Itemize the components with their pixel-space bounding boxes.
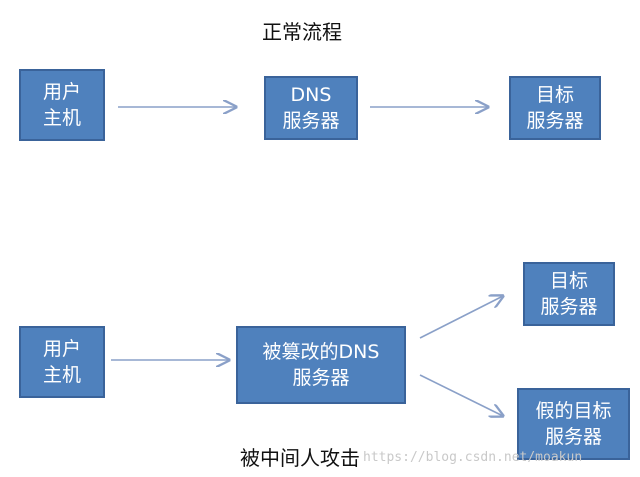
- attack-target-server-line1: 目标: [549, 270, 588, 292]
- watermark-text: https://blog.csdn.net/moakun: [363, 450, 583, 465]
- normal-target-server-box: 目标 服务器: [509, 76, 601, 140]
- normal-dns-server-line2: 服务器: [282, 110, 340, 132]
- normal-flow-title: 正常流程: [262, 20, 342, 44]
- normal-user-host-line2: 主机: [42, 107, 81, 129]
- attack-tampered-dns-box: 被篡改的DNS 服务器: [236, 326, 406, 404]
- normal-dns-server-line1: DNS: [290, 84, 332, 106]
- attack-fake-target-server-box: 假的目标 服务器: [517, 388, 630, 460]
- attack-fake-target-server-line1: 假的目标: [535, 400, 612, 422]
- attack-flow-title: 被中间人攻击: [240, 446, 360, 470]
- normal-user-host-box: 用户 主机: [19, 69, 105, 141]
- normal-target-server-line2: 服务器: [526, 110, 584, 132]
- attack-user-host-box: 用户 主机: [19, 326, 105, 398]
- arrow-tampered-dns-to-target: [419, 296, 503, 339]
- attack-user-host-line1: 用户: [42, 338, 81, 360]
- arrow-tampered-dns-to-fake-target: [419, 374, 503, 416]
- attack-target-server-line2: 服务器: [540, 296, 598, 318]
- normal-user-host-line1: 用户: [42, 81, 81, 103]
- attack-tampered-dns-line2: 服务器: [292, 367, 350, 389]
- normal-dns-server-box: DNS 服务器: [264, 76, 358, 140]
- attack-target-server-box: 目标 服务器: [523, 262, 615, 326]
- attack-fake-target-server-line2: 服务器: [544, 426, 602, 448]
- normal-target-server-line1: 目标: [535, 84, 574, 106]
- attack-tampered-dns-line1: 被篡改的DNS: [262, 341, 380, 363]
- attack-user-host-line2: 主机: [42, 364, 81, 386]
